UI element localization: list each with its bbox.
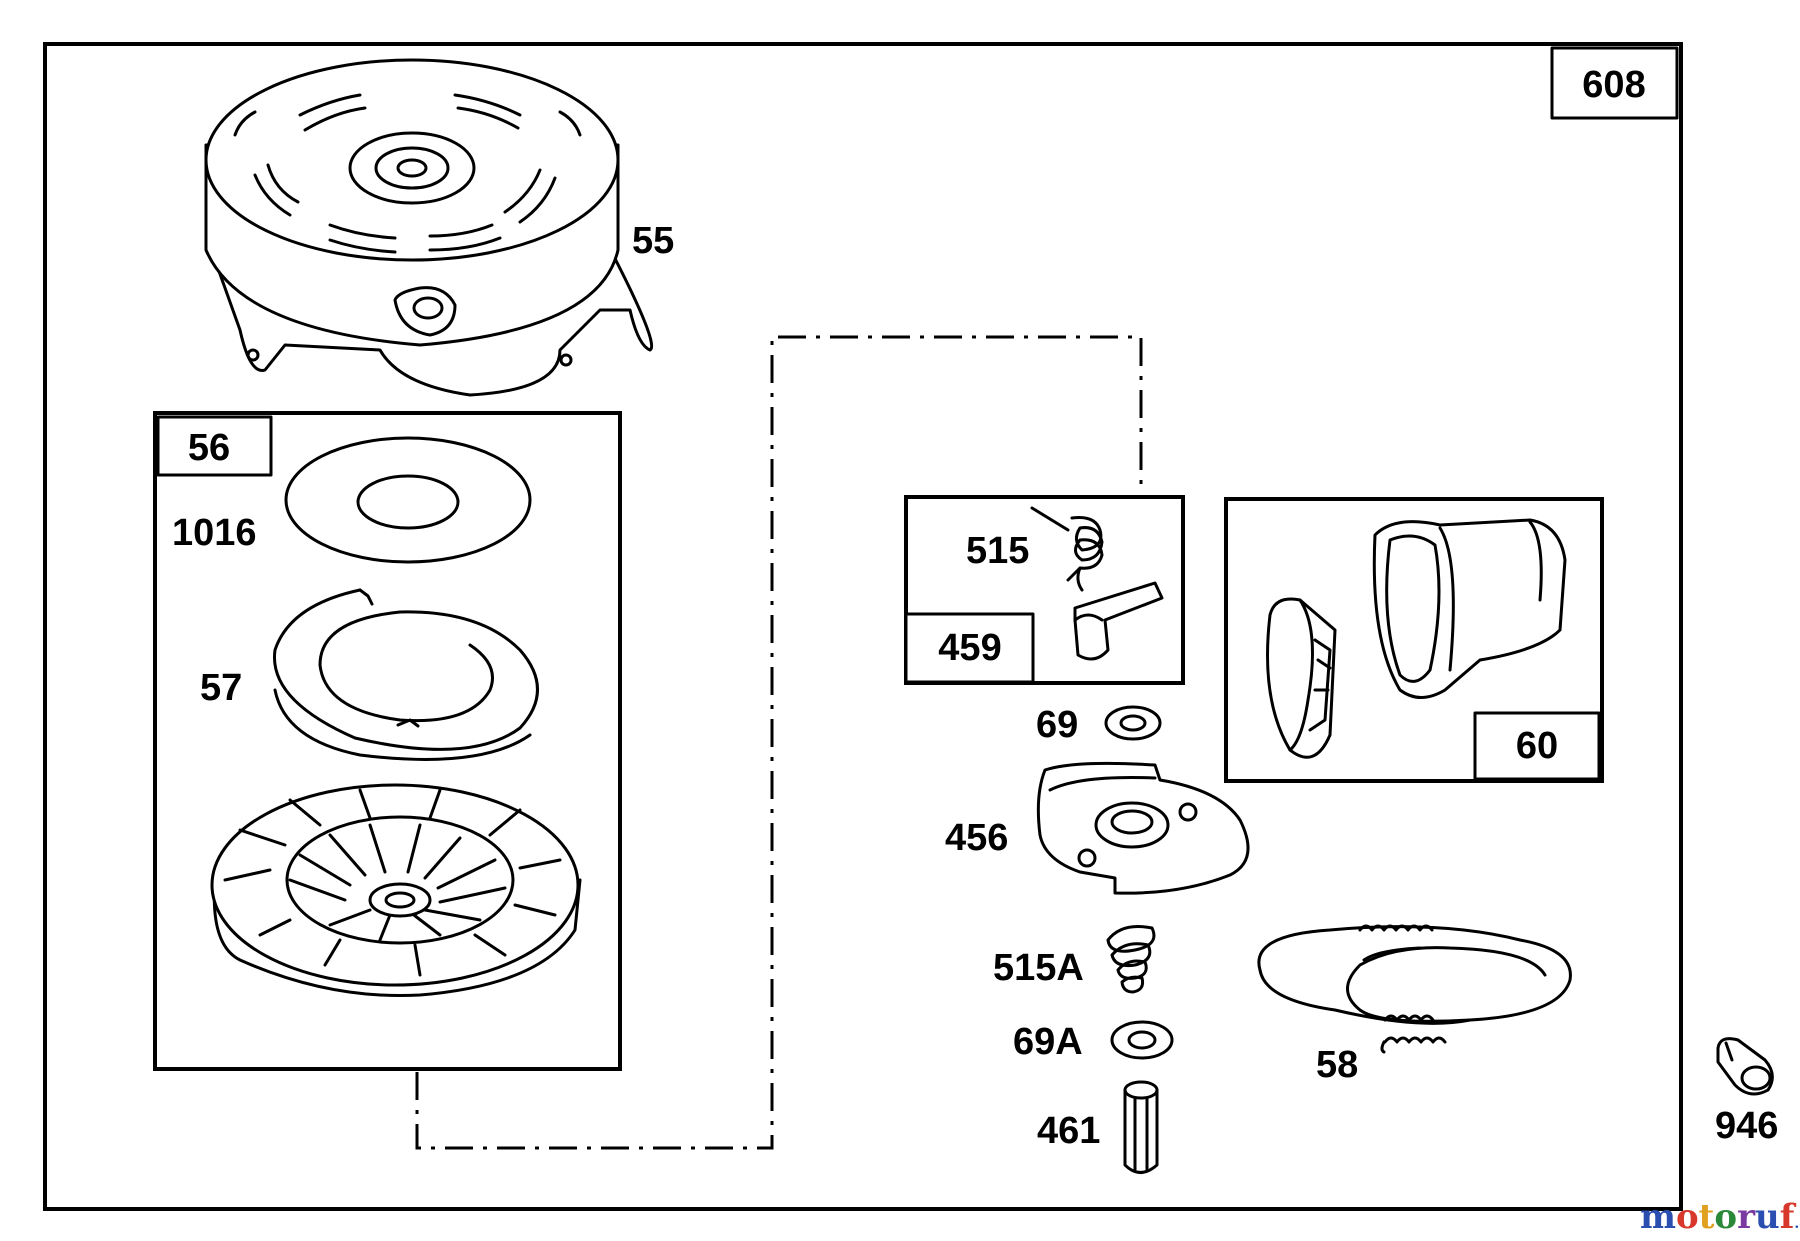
compression-spring-515A-part[interactable]	[1106, 925, 1156, 994]
part-label-515: 515	[966, 530, 1029, 572]
kit-56-label-box[interactable]: 56	[156, 415, 273, 477]
pawl-part[interactable]	[1073, 581, 1164, 661]
part-label-69A: 69A	[1013, 1021, 1083, 1063]
part-label-456: 456	[945, 817, 1008, 859]
washer-1016-part[interactable]	[284, 436, 532, 564]
assembly-frame	[43, 42, 1683, 1211]
pawl-kit-frame	[904, 495, 1185, 685]
washer-69-part[interactable]	[1104, 705, 1162, 741]
torsion-spring-515-part[interactable]	[1030, 506, 1104, 592]
part-label-58: 58	[1316, 1044, 1358, 1086]
part-label-515A: 515A	[993, 947, 1084, 989]
bushing-946-part[interactable]	[1716, 1037, 1774, 1096]
starter-housing-part[interactable]	[204, 58, 654, 397]
watermark-letter: o	[1714, 1197, 1737, 1237]
handle-kit-frame	[1224, 497, 1604, 783]
watermark-letter: m	[1640, 1197, 1676, 1237]
part-label-60: 60	[1516, 725, 1558, 767]
leader-line-1	[415, 335, 1143, 1150]
pulley-part[interactable]	[210, 783, 582, 998]
watermark: motoruf.de	[1640, 1197, 1800, 1237]
part-label-1016: 1016	[172, 512, 257, 554]
kit-56-frame	[153, 411, 622, 1071]
assembly-label-box[interactable]: 608	[1550, 46, 1679, 120]
part-label-459: 459	[938, 627, 1001, 669]
part-label-57: 57	[200, 667, 242, 709]
watermark-letter: t	[1699, 1197, 1715, 1237]
retainer-456-part[interactable]	[1036, 761, 1250, 895]
pawl-kit-label-box[interactable]: 459	[904, 612, 1035, 684]
watermark-suffix: .de	[1794, 1216, 1800, 1232]
handle-kit-label-box[interactable]: 60	[1473, 711, 1601, 781]
part-label-461: 461	[1037, 1110, 1100, 1152]
watermark-letter: r	[1737, 1197, 1756, 1237]
starter-rope-58-part[interactable]	[1257, 924, 1572, 1054]
kit-56-label: 56	[188, 427, 230, 469]
part-label-69: 69	[1036, 704, 1078, 746]
part-label-55: 55	[632, 220, 674, 262]
starter-handle-part[interactable]	[1266, 518, 1567, 759]
pin-461-part[interactable]	[1123, 1080, 1159, 1174]
washer-69A-part[interactable]	[1110, 1020, 1174, 1060]
assembly-label: 608	[1582, 64, 1645, 106]
part-label-946: 946	[1715, 1105, 1778, 1147]
watermark-letter: o	[1676, 1197, 1699, 1237]
watermark-letter: f	[1780, 1197, 1797, 1237]
watermark-letter: u	[1755, 1197, 1780, 1237]
recoil-spring-57-part[interactable]	[272, 588, 539, 761]
